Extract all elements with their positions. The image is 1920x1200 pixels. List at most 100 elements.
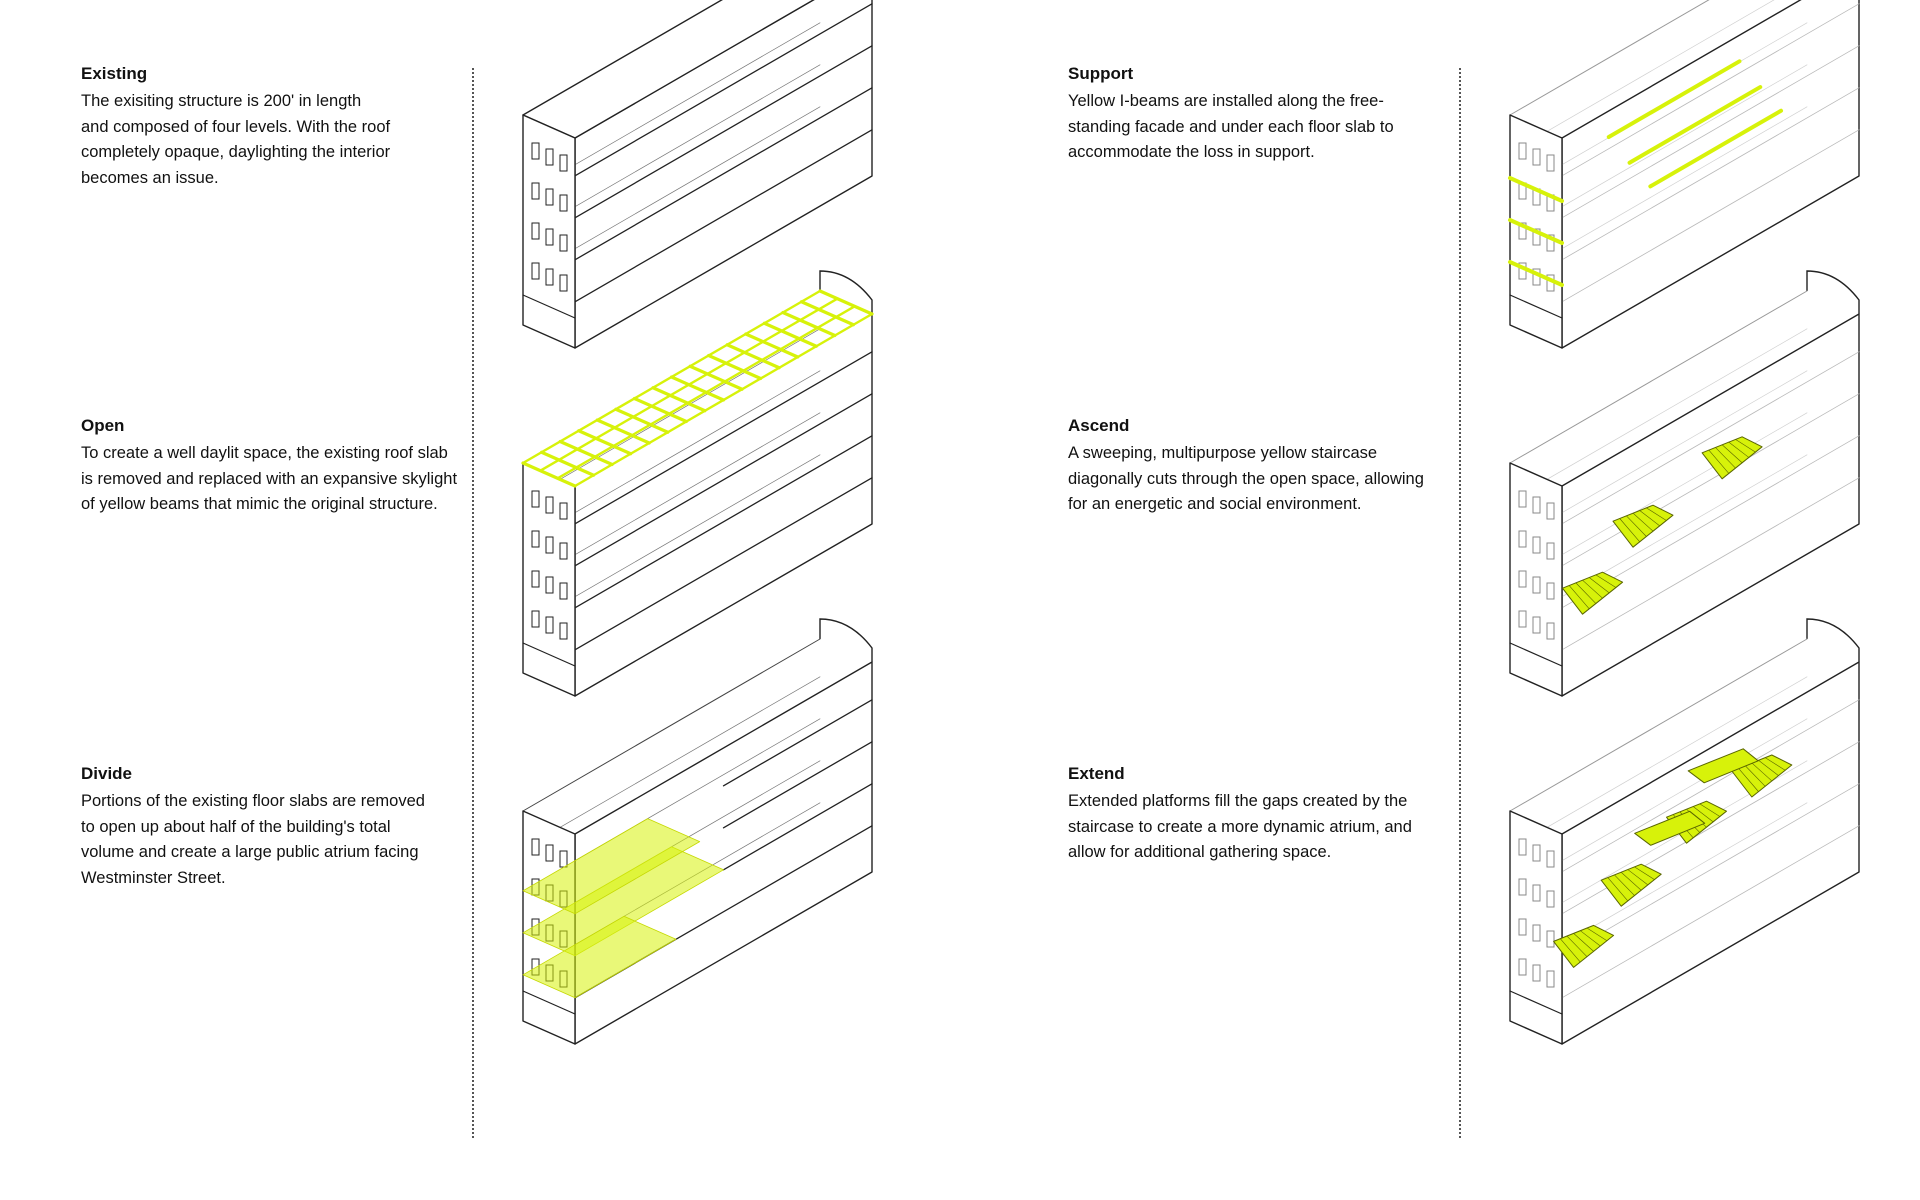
front-facade — [522, 114, 576, 349]
skylight-beam — [688, 364, 744, 391]
step-description: A sweeping, multipurpose yellow staircas… — [1068, 444, 1424, 513]
facade-window — [1546, 930, 1555, 948]
facade-window — [531, 490, 540, 508]
floor-slab-back-edge — [1509, 676, 1808, 850]
roof-edge — [1509, 638, 1808, 812]
facade-window — [531, 182, 540, 200]
facade-window — [1518, 530, 1527, 548]
skylight-rail — [573, 312, 874, 488]
stair-tread — [1708, 449, 1730, 474]
back-parapet — [819, 270, 873, 314]
floor-i-beam — [1648, 108, 1784, 189]
facade-window — [1532, 576, 1541, 594]
skylight-beam — [669, 375, 726, 402]
skylight-beam — [595, 418, 651, 445]
drawing-divide — [505, 618, 885, 1094]
floor-slab-edge — [574, 477, 873, 651]
back-parapet — [1806, 270, 1860, 314]
floor-slab-edge — [1561, 87, 1860, 261]
facade-window — [531, 610, 540, 628]
facade-window — [1546, 542, 1555, 560]
drawing-open — [505, 270, 885, 746]
skylight-beam — [818, 289, 874, 316]
stair-tread — [1573, 933, 1594, 952]
floor-slab-edge — [1561, 3, 1860, 177]
facade-window — [531, 530, 540, 548]
facade-window — [1518, 918, 1527, 936]
stair-tread — [1627, 869, 1649, 886]
stair-tread — [1586, 927, 1608, 941]
step-description: Portions of the existing floor slabs are… — [81, 792, 425, 887]
skylight-beam — [614, 407, 670, 434]
roof-edge — [1509, 0, 1710, 116]
stair-tread — [1721, 444, 1743, 464]
floor-slab-edge — [574, 45, 873, 219]
step-title: Ascend — [1068, 416, 1130, 435]
floor-slab-edge — [1561, 783, 1860, 957]
facade-window — [1546, 890, 1555, 908]
facade-window — [1518, 878, 1527, 896]
facade-window — [1532, 844, 1541, 862]
skylight-beam — [762, 321, 818, 348]
floor-slab-edge — [722, 783, 873, 871]
step-title: Divide — [81, 764, 133, 783]
stair-tread — [1582, 579, 1603, 599]
step-divide: Divide Portions of the existing floor sl… — [81, 761, 481, 891]
stair-tread — [1595, 574, 1617, 588]
extended-platform — [1634, 810, 1706, 846]
floor-slab-edge — [574, 351, 873, 525]
stair-tread — [1639, 510, 1661, 527]
step-open: Open To create a well daylit space, the … — [81, 413, 481, 518]
step-description: To create a well daylit space, the exist… — [81, 444, 458, 513]
back-parapet — [819, 618, 873, 662]
stair-tread — [1614, 874, 1635, 896]
skylight-rail — [539, 297, 839, 472]
skylight-beam — [577, 429, 633, 456]
facade-window — [1546, 582, 1555, 600]
stair-tread — [1632, 512, 1654, 532]
skylight-rail — [521, 289, 822, 465]
stair-tread — [1735, 439, 1756, 453]
facade-window — [545, 188, 554, 206]
stair-tread — [1580, 930, 1601, 947]
facade-window — [1532, 616, 1541, 634]
floor-slab-edge — [574, 129, 873, 303]
facade-window — [1546, 970, 1555, 988]
step-title: Support — [1068, 64, 1134, 83]
facade-window — [531, 838, 540, 856]
drawing-existing — [505, 0, 885, 398]
facade-window — [1518, 838, 1527, 856]
stair-tread — [1607, 877, 1629, 902]
stair-tread — [1566, 935, 1588, 957]
facade-window — [1546, 622, 1555, 640]
extended-platform — [1687, 748, 1759, 784]
facade-window — [545, 268, 554, 286]
step-extend: Extend Extended platforms fill the gaps … — [1068, 761, 1468, 866]
stair-tread — [1575, 582, 1597, 604]
facade-window — [531, 142, 540, 160]
facade-window — [545, 616, 554, 634]
storefront-line — [522, 642, 576, 667]
facade-window — [559, 542, 568, 560]
facade-window — [545, 228, 554, 246]
facade-window — [545, 576, 554, 594]
facade-window — [559, 502, 568, 520]
facade-window — [559, 154, 568, 172]
roof-edge — [1509, 290, 1808, 464]
step-description: Extended platforms fill the gaps created… — [1068, 792, 1412, 861]
stair-tread — [1764, 757, 1786, 771]
stair-tread — [1568, 585, 1590, 610]
facade-window — [531, 570, 540, 588]
floor-slab-edge — [574, 393, 873, 567]
step-description: Yellow I-beams are installed along the f… — [1068, 92, 1394, 161]
atrium-void — [522, 818, 701, 915]
facade-window — [1518, 142, 1527, 160]
stair-tread — [1692, 806, 1714, 823]
floor-slab-edge — [1561, 45, 1860, 219]
stair-tread — [1728, 441, 1750, 458]
skylight-beam — [744, 332, 800, 359]
facade-window — [1532, 148, 1541, 166]
facade-i-beam — [1508, 176, 1564, 203]
floor-slab-edge — [574, 87, 873, 261]
facade-window — [1546, 154, 1555, 172]
